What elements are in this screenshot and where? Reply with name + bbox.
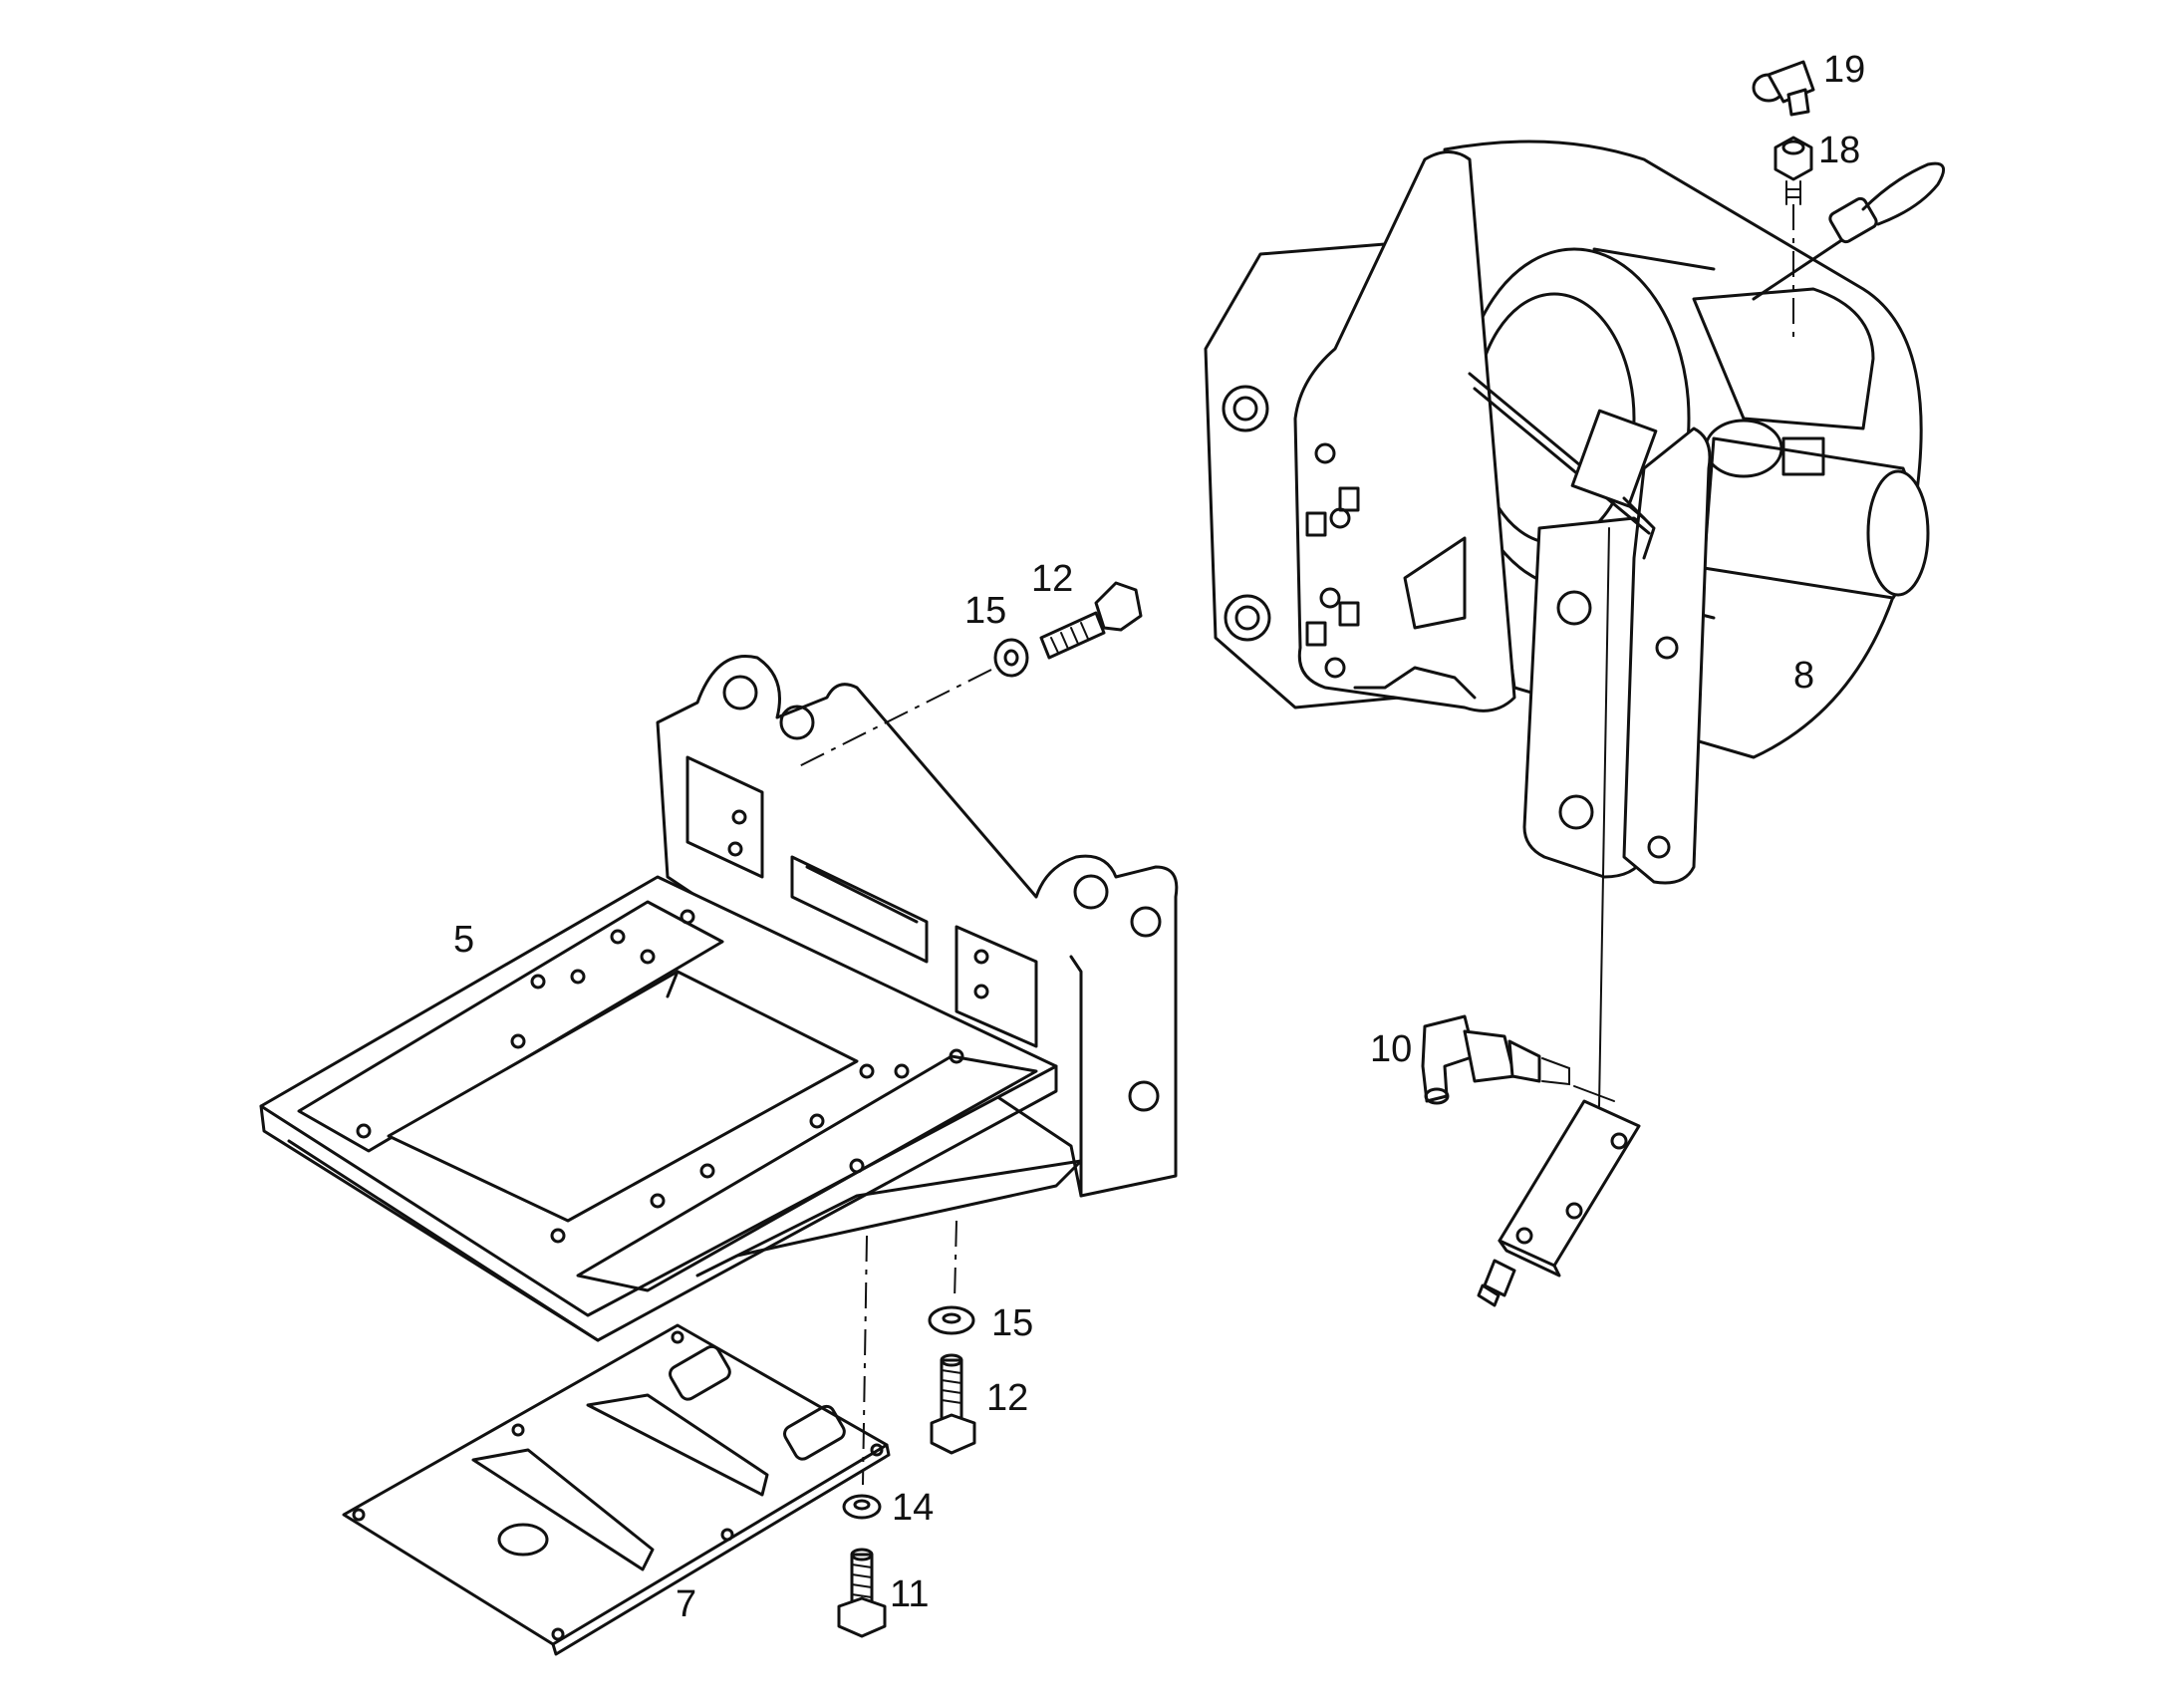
- screw-11: [837, 1548, 887, 1638]
- elbow-fitting-19: [1752, 60, 1815, 117]
- winch-assembly: [1204, 140, 1946, 885]
- callout-14: 14: [892, 1487, 934, 1529]
- bolt-12-bottom: [930, 1353, 976, 1455]
- callout-10: 10: [1370, 1028, 1412, 1070]
- callout-5: 5: [453, 919, 474, 961]
- callout-19: 19: [1823, 49, 1865, 91]
- assembly-centerlines: [796, 204, 1794, 1486]
- callout-7: 7: [676, 1583, 696, 1625]
- callout-15-top: 15: [964, 590, 1006, 632]
- cover-plate: [342, 1323, 891, 1656]
- washer-15-top: [993, 638, 1029, 678]
- washer-15-bottom: [928, 1305, 975, 1335]
- pressure-switch: [1477, 1099, 1641, 1307]
- hex-plug-18: [1774, 136, 1813, 205]
- callout-11: 11: [890, 1573, 929, 1615]
- callout-18: 18: [1818, 130, 1860, 171]
- callout-12-bottom: 12: [986, 1377, 1028, 1419]
- callout-labels: 19 18 15 12 8 5 10 15 12 14 11 7: [453, 49, 1865, 1625]
- callout-15-bottom: 15: [991, 1302, 1033, 1344]
- elbow-fitting-10: [1421, 1014, 1570, 1105]
- callout-8: 8: [1793, 655, 1814, 697]
- lock-washer-14: [842, 1494, 882, 1520]
- bolt-12-top: [1039, 581, 1143, 660]
- callout-12-top: 12: [1031, 558, 1073, 600]
- mounting-frame: [259, 655, 1179, 1342]
